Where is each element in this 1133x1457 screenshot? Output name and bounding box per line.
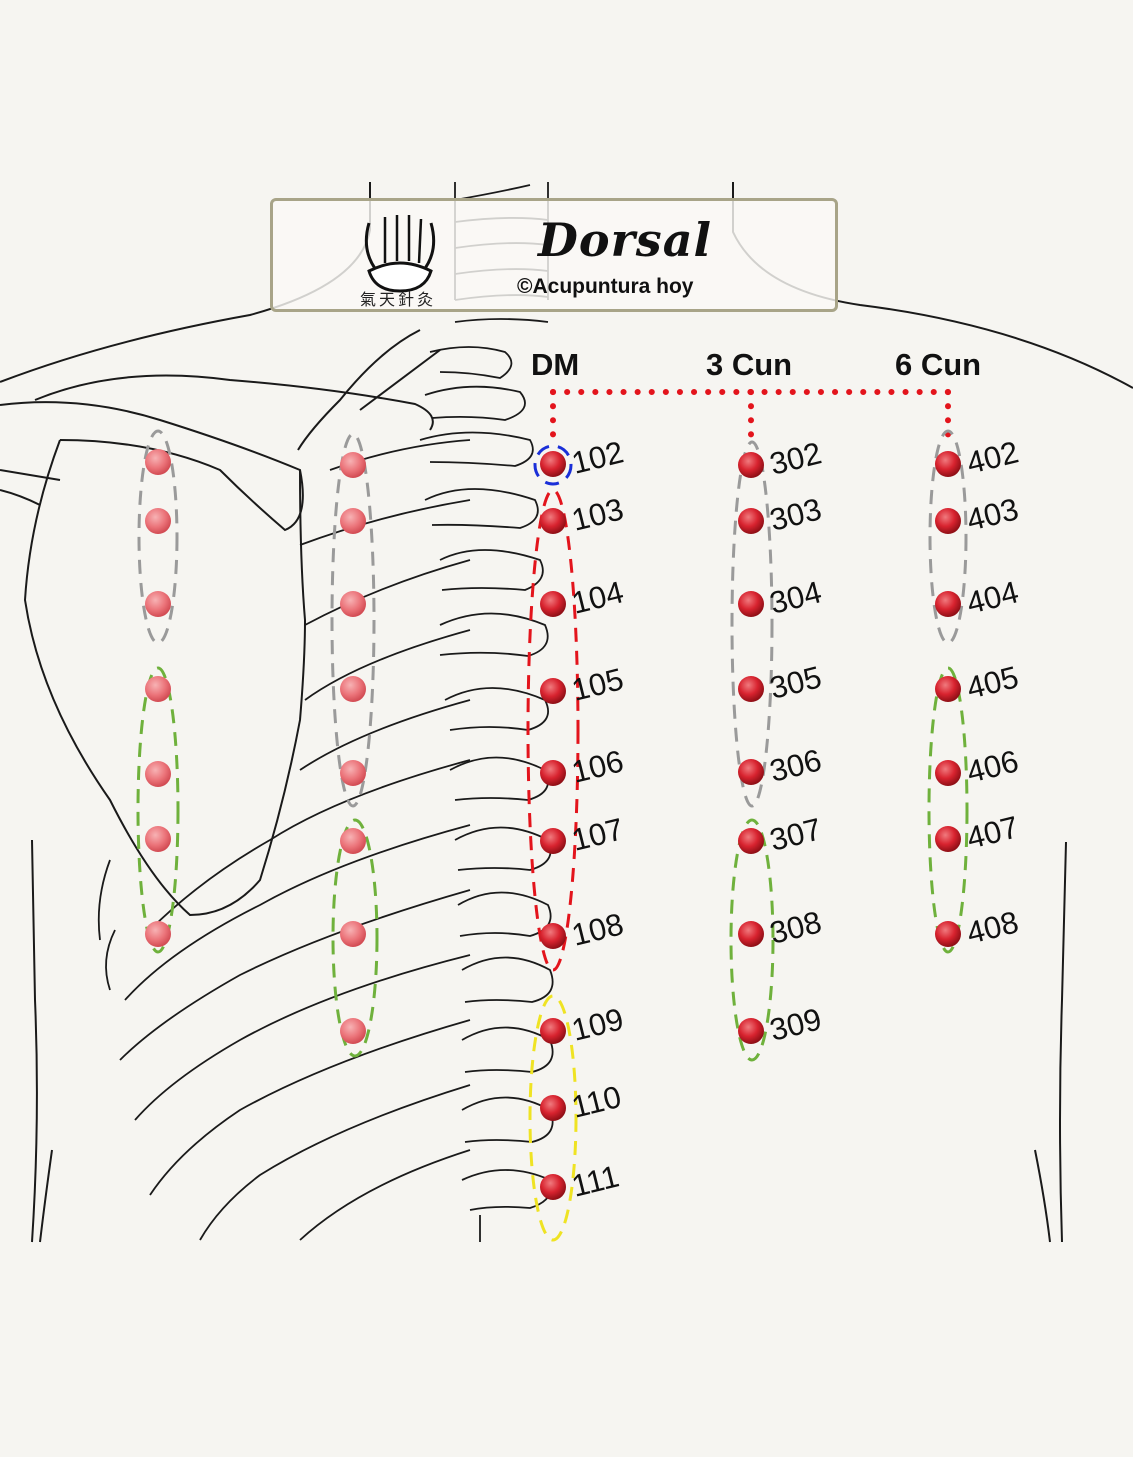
acupoint-308: [738, 921, 764, 947]
acupoint-109: [540, 1018, 566, 1044]
acupoint-107: [540, 828, 566, 854]
dm-points: 102 103 104 105 106 107 108 109 110 111: [540, 434, 627, 1204]
point-groups: [136, 429, 969, 1242]
diagram-title: Dorsal: [538, 213, 712, 267]
left-point: [340, 508, 366, 534]
acupoint-label-102: 102: [568, 434, 627, 480]
acupoint-label-109: 109: [568, 1001, 627, 1047]
acupoint-305: [738, 676, 764, 702]
group-dm-blue: [533, 444, 573, 486]
acupoint-label-306: 306: [766, 742, 825, 788]
acupoint-302: [738, 452, 764, 478]
column-header-dm: DM: [531, 347, 579, 382]
acupoint-label-408: 408: [963, 904, 1022, 950]
column-header-6-cun: 6 Cun: [895, 347, 981, 382]
acupoint-label-402: 402: [963, 434, 1022, 480]
group-3cun-green: [729, 818, 775, 1062]
group-left-outer-gray: [137, 429, 179, 645]
acupoint-label-404: 404: [963, 574, 1022, 620]
left-point: [145, 921, 171, 947]
scapula-outline: [0, 329, 441, 917]
left-point: [340, 1018, 366, 1044]
acupoint-309: [738, 1018, 764, 1044]
acupoint-104: [540, 591, 566, 617]
acupoint-label-303: 303: [766, 491, 825, 537]
group-left-inner-gray: [330, 432, 376, 808]
acupoint-label-307: 307: [766, 811, 825, 857]
group-dm-red: [526, 488, 580, 972]
group-6cun-green: [927, 666, 969, 954]
acupoint-103: [540, 508, 566, 534]
group-left-inner-green: [331, 818, 379, 1058]
left-point: [145, 826, 171, 852]
vertebral-column: [419, 182, 554, 1242]
acupoint-408: [935, 921, 961, 947]
acupoint-label-403: 403: [963, 491, 1022, 537]
left-point: [340, 828, 366, 854]
acupoint-110: [540, 1095, 566, 1121]
group-3cun-gray: [730, 440, 774, 808]
left-side-points: [145, 449, 366, 1044]
left-point: [340, 760, 366, 786]
acupoint-label-305: 305: [766, 659, 825, 705]
acupoint-label-106: 106: [568, 743, 627, 789]
acupoint-306: [738, 759, 764, 785]
acupoint-label-107: 107: [568, 811, 627, 857]
acupoint-label-309: 309: [766, 1001, 825, 1047]
acupoint-label-108: 108: [568, 906, 627, 952]
acupoint-label-105: 105: [568, 661, 627, 707]
acupoint-label-406: 406: [963, 743, 1022, 789]
logo-caption: 氣天針灸: [359, 290, 436, 309]
acupoint-406: [935, 760, 961, 786]
acupoint-404: [935, 591, 961, 617]
acupoint-label-103: 103: [568, 491, 627, 537]
needle-logo-icon: [364, 215, 436, 293]
acupoint-407: [935, 826, 961, 852]
acupoint-403: [935, 508, 961, 534]
acupoint-label-308: 308: [766, 904, 825, 950]
group-dm-yellow: [528, 994, 578, 1242]
column-connector: [550, 389, 951, 448]
group-6cun-gray: [928, 429, 968, 645]
title-panel: 氣天針灸 Dorsal ©Acupuntura hoy: [270, 198, 838, 312]
left-point: [340, 676, 366, 702]
acupoint-108: [540, 923, 566, 949]
column-header-3-cun: 3 Cun: [706, 347, 792, 382]
acupoint-label-304: 304: [766, 574, 825, 620]
acupoint-307: [738, 828, 764, 854]
acupoint-label-110: 110: [568, 1079, 624, 1125]
acupoint-label-405: 405: [963, 659, 1022, 705]
acupoint-303: [738, 508, 764, 534]
acupoint-402: [935, 451, 961, 477]
cun6-points: 402 403 404 405 406 407 408: [935, 434, 1022, 951]
acupoint-label-407: 407: [963, 809, 1022, 855]
left-point: [340, 921, 366, 947]
acupoint-label-104: 104: [568, 574, 627, 620]
group-left-outer-green: [136, 666, 180, 954]
acupoint-label-111: 111: [568, 1158, 622, 1203]
left-point: [145, 591, 171, 617]
diagram-subtitle: ©Acupuntura hoy: [517, 275, 694, 298]
acupoint-304: [738, 591, 764, 617]
cun3-points: 302 303 304 305 306 307 308 309: [738, 435, 825, 1048]
left-point: [145, 508, 171, 534]
acupoint-106: [540, 760, 566, 786]
left-point: [145, 449, 171, 475]
acupoint-405: [935, 676, 961, 702]
left-point: [145, 761, 171, 787]
acupoint-111: [540, 1174, 566, 1200]
left-point: [340, 591, 366, 617]
acupoint-label-302: 302: [766, 435, 825, 481]
acupoint-102: [540, 451, 566, 477]
acupoint-105: [540, 678, 566, 704]
left-point: [145, 676, 171, 702]
left-point: [340, 452, 366, 478]
